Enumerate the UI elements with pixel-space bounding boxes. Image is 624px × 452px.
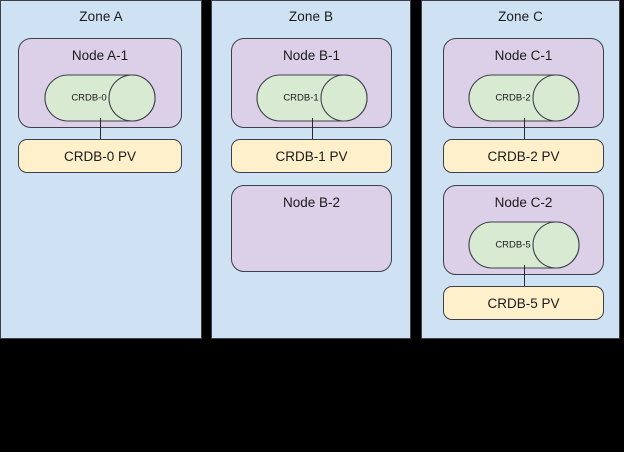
volume-crdb-5-pv-label: CRDB-5 PV [487, 295, 560, 311]
zone-b-title: Zone B [288, 9, 334, 24]
volume-crdb-1-pv[interactable]: CRDB-1 PV [231, 139, 392, 173]
node-b-2[interactable]: Node B-2 [231, 185, 392, 272]
volume-crdb-2-pv-label: CRDB-2 PV [487, 148, 560, 164]
volume-crdb-2-pv[interactable]: CRDB-2 PV [443, 139, 604, 173]
zone-c-title: Zone C [498, 9, 543, 24]
database-crdb-0[interactable]: CRDB-0 [44, 74, 156, 122]
volume-crdb-0-pv-label: CRDB-0 PV [63, 148, 136, 164]
node-b-1-title: Node B-1 [282, 48, 341, 63]
node-b-2-title: Node B-2 [282, 195, 341, 210]
database-crdb-1[interactable]: CRDB-1 [256, 74, 368, 122]
zone-a-title: Zone A [79, 9, 123, 24]
volume-crdb-1-pv-label: CRDB-1 PV [275, 148, 348, 164]
connector-crdb-0 [100, 118, 101, 140]
node-c-2-title: Node C-2 [494, 195, 553, 210]
node-a-1-title: Node A-1 [71, 48, 129, 63]
volume-crdb-5-pv[interactable]: CRDB-5 PV [443, 286, 604, 320]
connector-crdb-1 [312, 118, 313, 140]
database-crdb-2[interactable]: CRDB-2 [468, 74, 580, 122]
volume-crdb-0-pv[interactable]: CRDB-0 PV [18, 139, 182, 173]
connector-crdb-2 [524, 118, 525, 140]
database-crdb-5[interactable]: CRDB-5 [468, 221, 580, 269]
connector-crdb-5 [524, 265, 525, 287]
node-c-1-title: Node C-1 [494, 48, 553, 63]
